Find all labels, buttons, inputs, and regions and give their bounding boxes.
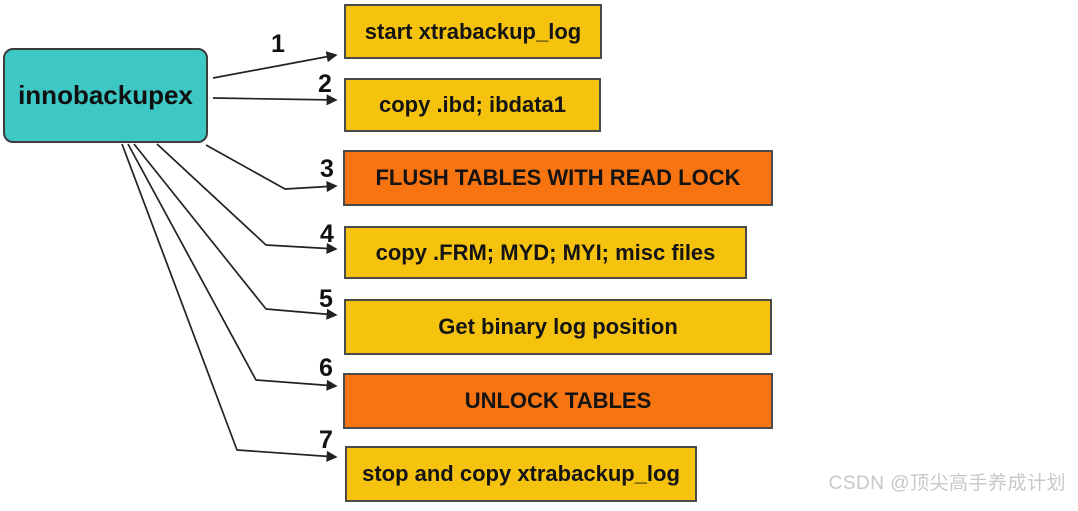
- step-number-2: 2: [318, 70, 332, 98]
- step-number-6: 6: [319, 354, 333, 382]
- step-box-stop-copy-xtrabackup-log: stop and copy xtrabackup_log: [345, 446, 697, 502]
- step-number-7: 7: [319, 426, 333, 454]
- flow-node-innobackupex: innobackupex: [3, 48, 208, 143]
- csdn-watermark: CSDN @顶尖高手养成计划: [828, 473, 1066, 494]
- step-number-3: 3: [320, 155, 334, 183]
- step-box-copy-frm-myd-myi: copy .FRM; MYD; MYI; misc files: [344, 226, 747, 279]
- arrow-4: [156, 143, 338, 254]
- step-number-1: 1: [271, 30, 285, 58]
- step-number-5: 5: [319, 285, 333, 313]
- step-box-copy-ibd-ibdata1: copy .ibd; ibdata1: [344, 78, 601, 132]
- arrow-6: [127, 143, 338, 391]
- step-number-4: 4: [320, 220, 334, 248]
- step-box-start-xtrabackup-log: start xtrabackup_log: [344, 4, 602, 59]
- arrow-7: [121, 143, 338, 462]
- step-box-flush-tables-read-lock: FLUSH TABLES WITH READ LOCK: [343, 150, 773, 206]
- arrow-5: [133, 143, 338, 320]
- step-box-unlock-tables: UNLOCK TABLES: [343, 373, 773, 429]
- step-box-get-binlog-position: Get binary log position: [344, 299, 772, 355]
